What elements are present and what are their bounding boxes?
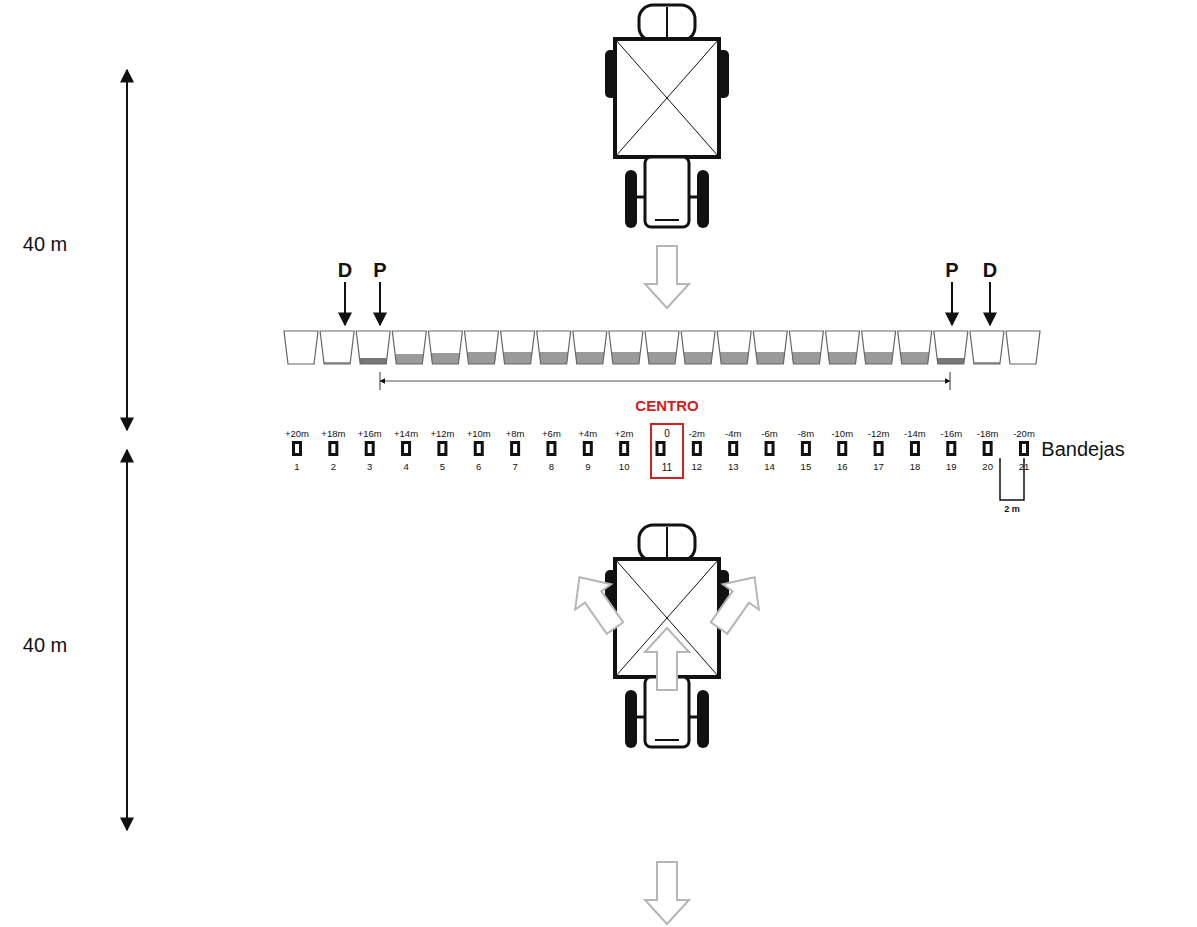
- tray-distance: -16m: [940, 429, 962, 439]
- tray-distance: -4m: [725, 429, 741, 439]
- dimension-label: D: [983, 260, 997, 280]
- tray-distance: +18m: [321, 429, 345, 439]
- tray-number: 6: [476, 462, 481, 472]
- tray-number: 13: [728, 462, 739, 472]
- tray-distance: -6m: [761, 429, 777, 439]
- tray-number: 10: [619, 462, 630, 472]
- dimension-label: D: [338, 260, 352, 280]
- dimension-label: P: [373, 260, 386, 280]
- tray-distance: +6m: [542, 429, 561, 439]
- tray-distance: +14m: [394, 429, 418, 439]
- center-tray-box: 0 11: [650, 423, 684, 479]
- tray-number: 4: [403, 462, 408, 472]
- tray-distance: +8m: [506, 429, 525, 439]
- tray-number: 5: [440, 462, 445, 472]
- tray-distance: +2m: [615, 429, 634, 439]
- tray-distance: -20m: [1013, 429, 1035, 439]
- dimension-label: 2 m: [1004, 505, 1020, 514]
- tray-number: 18: [910, 462, 921, 472]
- tray-distance: +20m: [285, 429, 309, 439]
- tray-number: 12: [692, 462, 703, 472]
- tray-distance: -10m: [831, 429, 853, 439]
- tray-distance: 0: [664, 429, 670, 439]
- tray-number: 3: [367, 462, 372, 472]
- tray-number: 1: [294, 462, 299, 472]
- tray-number: 15: [801, 462, 812, 472]
- tray-number: 21: [1019, 462, 1030, 472]
- tray-number: 14: [764, 462, 775, 472]
- tray-number: 17: [873, 462, 884, 472]
- tray-number: 16: [837, 462, 848, 472]
- center-label: CENTRO: [635, 398, 698, 413]
- tray-distance: -8m: [798, 429, 814, 439]
- dimension-label: 40 m: [23, 234, 67, 254]
- tray-distance: -14m: [904, 429, 926, 439]
- tray-number: 11: [662, 463, 672, 473]
- tray-distance: +4m: [578, 429, 597, 439]
- tray-distance: -2m: [689, 429, 705, 439]
- tray-distance: -12m: [868, 429, 890, 439]
- tray-distance: +16m: [358, 429, 382, 439]
- tray-distance: -18m: [977, 429, 999, 439]
- tray-number: 8: [549, 462, 554, 472]
- tray-number: 9: [585, 462, 590, 472]
- tray-number: 19: [946, 462, 957, 472]
- tray-distance: +10m: [467, 429, 491, 439]
- dimension-label: P: [945, 260, 958, 280]
- tray-number: 2: [331, 462, 336, 472]
- tray-number: 7: [512, 462, 517, 472]
- dimension-label: 40 m: [23, 635, 67, 655]
- tray-distance: +12m: [430, 429, 454, 439]
- tray-number: 20: [982, 462, 993, 472]
- dimension-label: Bandejas: [1041, 439, 1124, 459]
